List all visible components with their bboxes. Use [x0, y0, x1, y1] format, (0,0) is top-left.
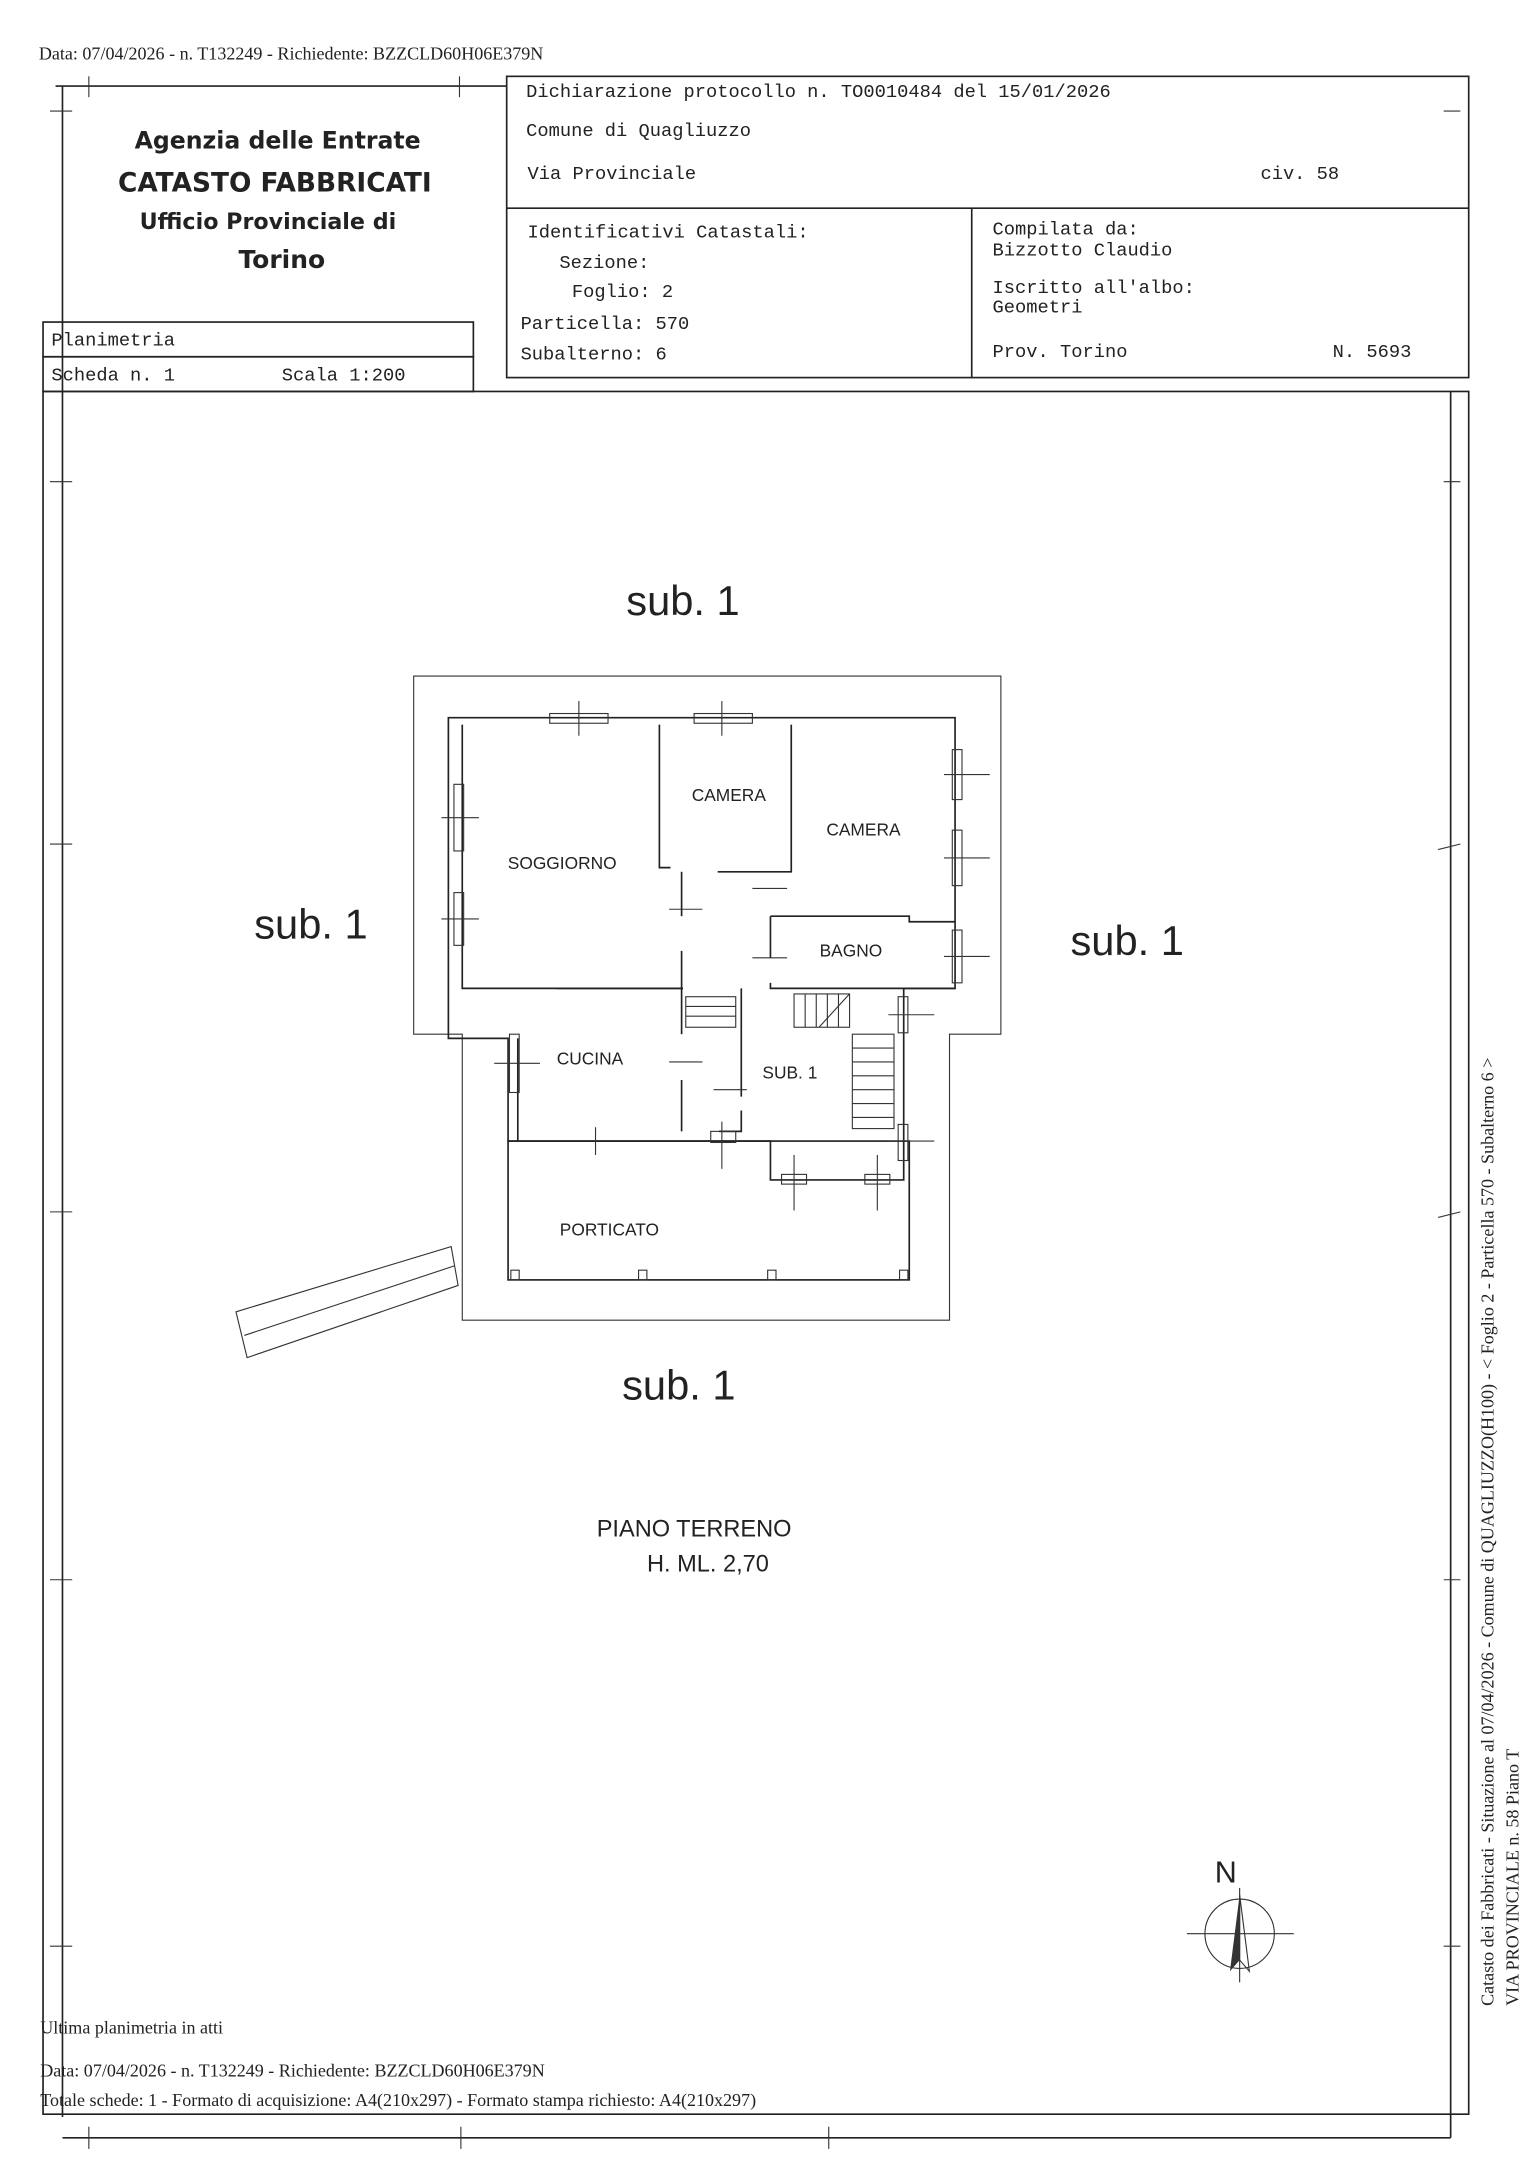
- subalterno: Subalterno: 6: [521, 344, 667, 366]
- identificativi-heading: Identificativi Catastali:: [528, 221, 809, 243]
- page-frame: [42, 75, 1470, 2149]
- sub-label-left: sub. 1: [254, 900, 367, 947]
- compilata-heading: Compilata da:: [993, 219, 1139, 241]
- floor-label: PIANO TERRENO: [597, 1516, 792, 1542]
- room-soggiorno: SOGGIORNO: [508, 853, 617, 873]
- sub-label-right: sub. 1: [1070, 917, 1183, 964]
- north-arrow-icon: N: [1186, 1855, 1294, 1983]
- city-name: Torino: [238, 245, 325, 274]
- agency-name: Agenzia delle Entrate: [135, 127, 421, 155]
- albo-label: Iscritto all'albo:: [993, 277, 1195, 299]
- room-cucina: CUCINA: [557, 1049, 624, 1069]
- comune: Comune di Quagliuzzo: [526, 120, 751, 142]
- sub-label-bottom: sub. 1: [622, 1361, 735, 1408]
- sub-label-top: sub. 1: [626, 577, 739, 624]
- foglio: Foglio: 2: [572, 281, 673, 303]
- room-bagno: BAGNO: [820, 940, 883, 960]
- catasto-title: CATASTO FABBRICATI: [118, 169, 432, 199]
- room-sub-1: SUB. 1: [762, 1063, 817, 1083]
- height-label: H. ML. 2,70: [647, 1550, 769, 1576]
- ufficio-label: Ufficio Provinciale di: [140, 209, 397, 235]
- registration-number: N. 5693: [1333, 341, 1412, 363]
- scale: Scala 1:200: [282, 364, 406, 386]
- scheda-number: Scheda n. 1: [51, 364, 175, 386]
- room-camera-1: CAMERA: [692, 785, 767, 805]
- room-camera-2: CAMERA: [826, 820, 901, 840]
- compilata-name: Bizzotto Claudio: [993, 239, 1173, 261]
- albo: Geometri: [993, 296, 1083, 318]
- footer-data: Data: 07/04/2026 - n. T132249 - Richiede…: [40, 2061, 544, 2081]
- room-porticato: PORTICATO: [560, 1219, 659, 1239]
- floor-plan: [235, 675, 1002, 1359]
- side-situation-text: Catasto dei Fabbricati - Situazione al 0…: [1478, 1058, 1499, 2006]
- province: Prov. Torino: [993, 341, 1128, 363]
- via: Via Provinciale: [528, 163, 697, 185]
- footer-totale: Totale schede: 1 - Formato di acquisizio…: [40, 2090, 756, 2111]
- civico: civ. 58: [1260, 163, 1339, 185]
- particella: Particella: 570: [521, 313, 690, 335]
- sheet-type: Planimetria: [51, 330, 175, 352]
- svg-text:N: N: [1215, 1855, 1237, 1889]
- footer-ultima: Ultima planimetria in atti: [40, 2018, 223, 2038]
- sezione: Sezione:: [559, 252, 649, 274]
- protocol: Dichiarazione protocollo n. TO0010484 de…: [526, 81, 1111, 103]
- top-header: Data: 07/04/2026 - n. T132249 - Richiede…: [39, 44, 543, 64]
- side-address-text: VIA PROVINCIALE n. 58 Piano T: [1503, 1749, 1523, 2006]
